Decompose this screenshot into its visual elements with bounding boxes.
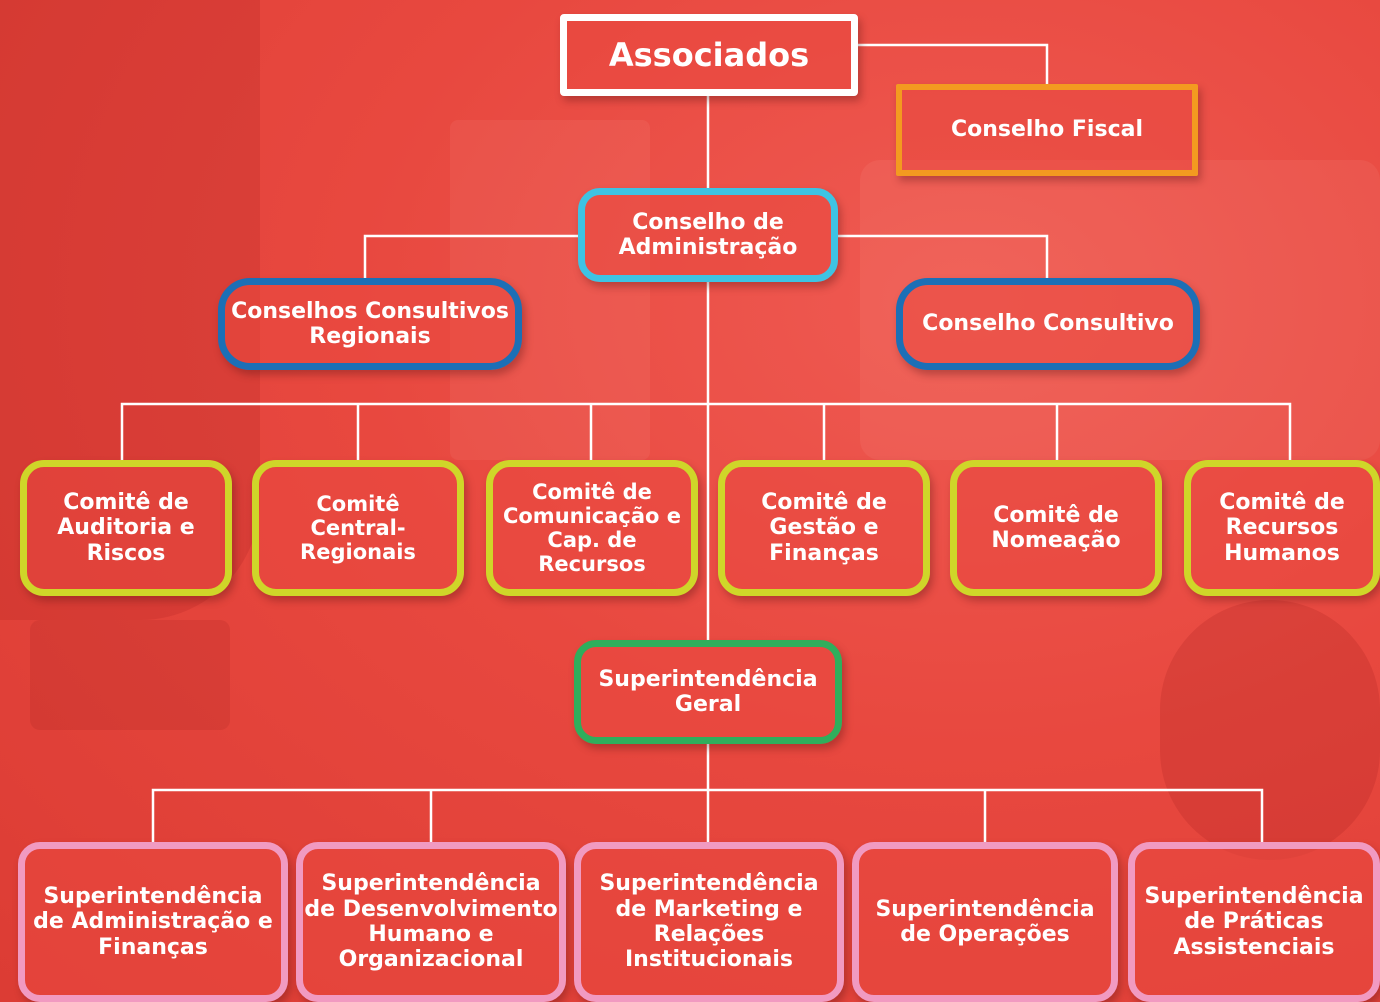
node-label: Comitê de Nomeação bbox=[991, 502, 1121, 553]
node-comite-nomeacao: Comitê de Nomeação bbox=[950, 460, 1162, 596]
node-associados: Associados bbox=[560, 14, 858, 96]
node-label: Comitê de Gestão e Finanças bbox=[761, 490, 887, 566]
node-superintendencia-marketing: Superintendência de Marketing e Relações… bbox=[574, 842, 844, 1002]
node-label: Superintendência de Marketing e Relações… bbox=[599, 871, 819, 973]
node-superintendencia-desenvolvimento: Superintendência de Desenvolvimento Huma… bbox=[296, 842, 566, 1002]
connector-conselho_adm-consultivos_regionais bbox=[363, 234, 578, 278]
background-shape bbox=[1160, 600, 1380, 860]
node-label: Comitê de Auditoria e Riscos bbox=[57, 490, 195, 566]
node-conselho-consultivo: Conselho Consultivo bbox=[896, 278, 1200, 370]
node-label: Comitê Central-Regionais bbox=[300, 491, 416, 565]
node-comite-central-regionais: Comitê Central-Regionais bbox=[252, 460, 464, 596]
node-conselho-fiscal: Conselho Fiscal bbox=[896, 84, 1198, 176]
node-superintendencia-operacoes: Superintendência de Operações bbox=[852, 842, 1118, 1002]
node-label: Superintendência de Desenvolvimento Huma… bbox=[304, 871, 558, 973]
node-label: Superintendência de Práticas Assistencia… bbox=[1144, 884, 1364, 960]
connector-conselho_adm-conselho_consultivo bbox=[838, 234, 1049, 278]
background-shape bbox=[30, 620, 230, 730]
node-conselhos-consultivos-regionais: Conselhos Consultivos Regionais bbox=[218, 278, 522, 370]
node-comite-gestao-financas: Comitê de Gestão e Finanças bbox=[718, 460, 930, 596]
node-label: Superintendência de Operações bbox=[875, 896, 1095, 947]
node-label: Superintendência de Administração e Fina… bbox=[33, 884, 273, 960]
node-label: Comitê de Comunicação e Cap. de Recursos bbox=[502, 479, 682, 577]
node-label: Conselhos Consultivos Regionais bbox=[231, 298, 509, 349]
node-label: Conselho Fiscal bbox=[950, 117, 1143, 143]
node-comite-recursos-humanos: Comitê de Recursos Humanos bbox=[1184, 460, 1380, 596]
node-label: Comitê de Recursos Humanos bbox=[1219, 490, 1345, 566]
connector-conselho_adm-comite_auditoria bbox=[120, 282, 710, 460]
node-comite-auditoria: Comitê de Auditoria e Riscos bbox=[20, 460, 232, 596]
node-conselho-administracao: Conselho de Administração bbox=[578, 188, 838, 282]
node-superintendencia-praticas: Superintendência de Práticas Assistencia… bbox=[1128, 842, 1380, 1002]
connector-associados-conselho_fiscal bbox=[858, 43, 1049, 84]
node-label: Conselho Consultivo bbox=[922, 311, 1174, 337]
node-label: Conselho de Administração bbox=[618, 209, 798, 260]
node-label: Associados bbox=[608, 35, 810, 74]
node-superintendencia-geral: Superintendência Geral bbox=[574, 640, 842, 744]
connector-sup_geral-sup_praticas bbox=[708, 788, 1264, 842]
connector-conselho_adm-comite_rh bbox=[708, 402, 1292, 460]
node-label: Superintendência Geral bbox=[598, 666, 818, 717]
node-superintendencia-administracao: Superintendência de Administração e Fina… bbox=[18, 842, 288, 1002]
node-comite-comunicacao: Comitê de Comunicação e Cap. de Recursos bbox=[486, 460, 698, 596]
